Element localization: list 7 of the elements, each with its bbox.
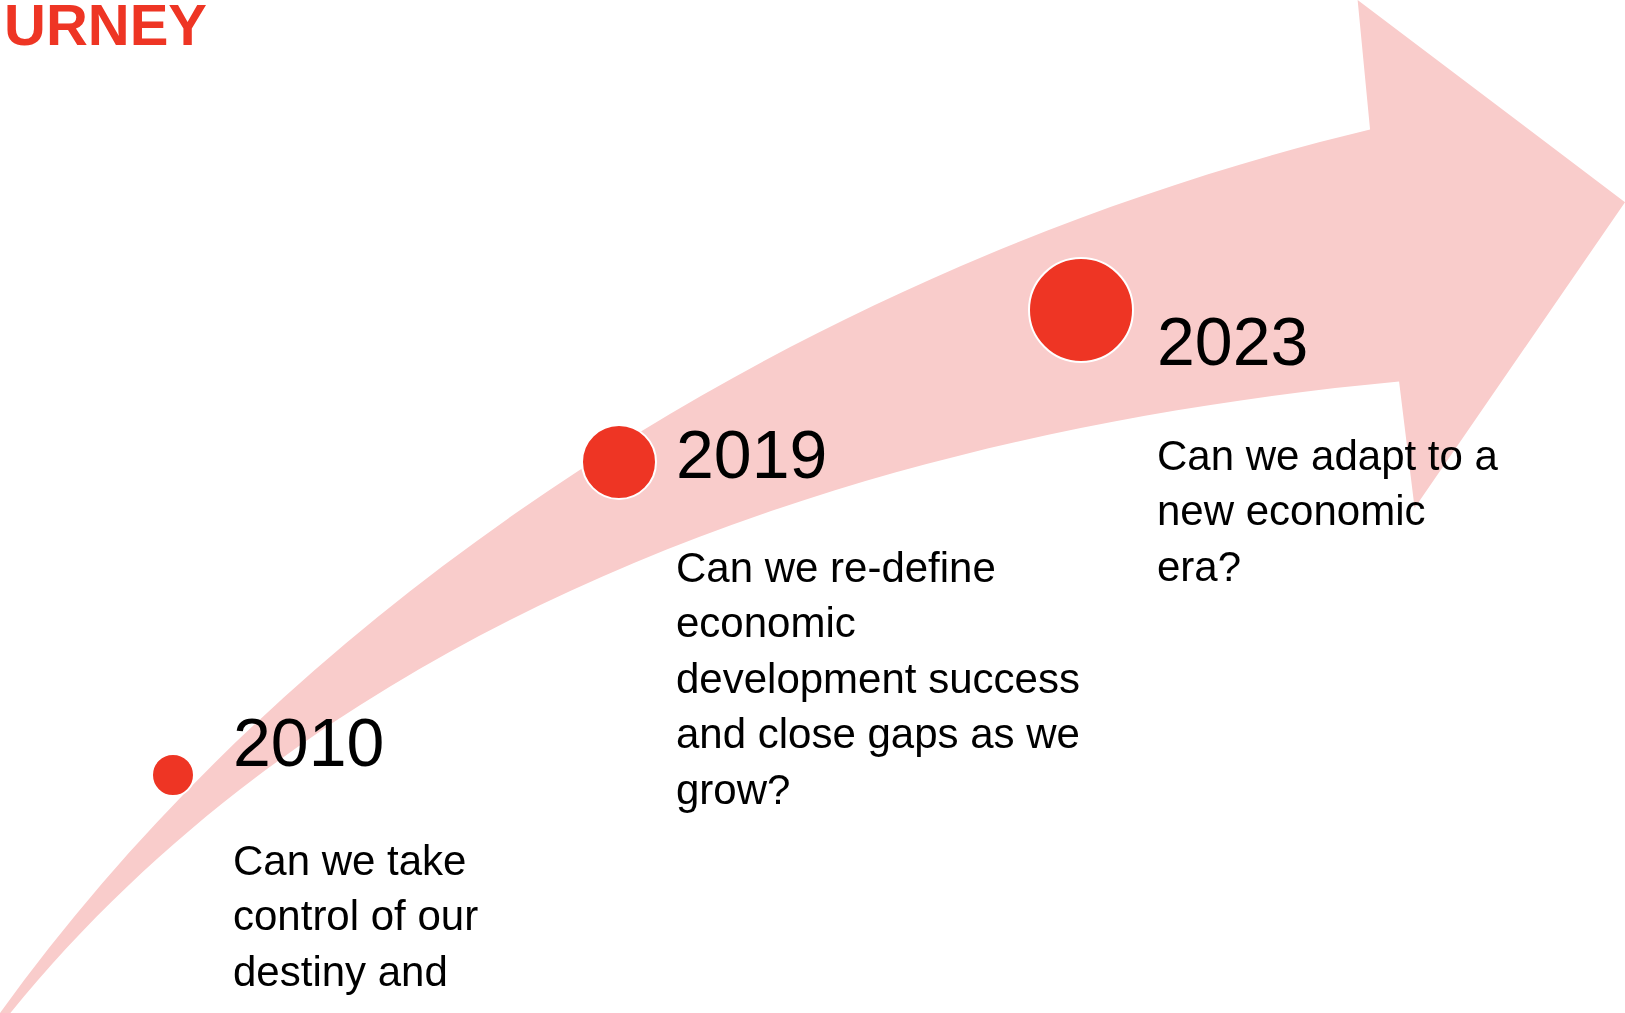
year-label: 2023 <box>1157 307 1309 375</box>
year-label: 2010 <box>233 708 385 776</box>
milestone-question: Can we take control of our destiny and <box>233 836 480 997</box>
title: URNEY <box>4 0 208 54</box>
year-label: 2019 <box>676 420 828 488</box>
milestone-question: Can we adapt to a new economic era? <box>1157 431 1499 592</box>
milestone-question: Can we re-define economic development success and close gaps as we grow? <box>676 543 1081 815</box>
